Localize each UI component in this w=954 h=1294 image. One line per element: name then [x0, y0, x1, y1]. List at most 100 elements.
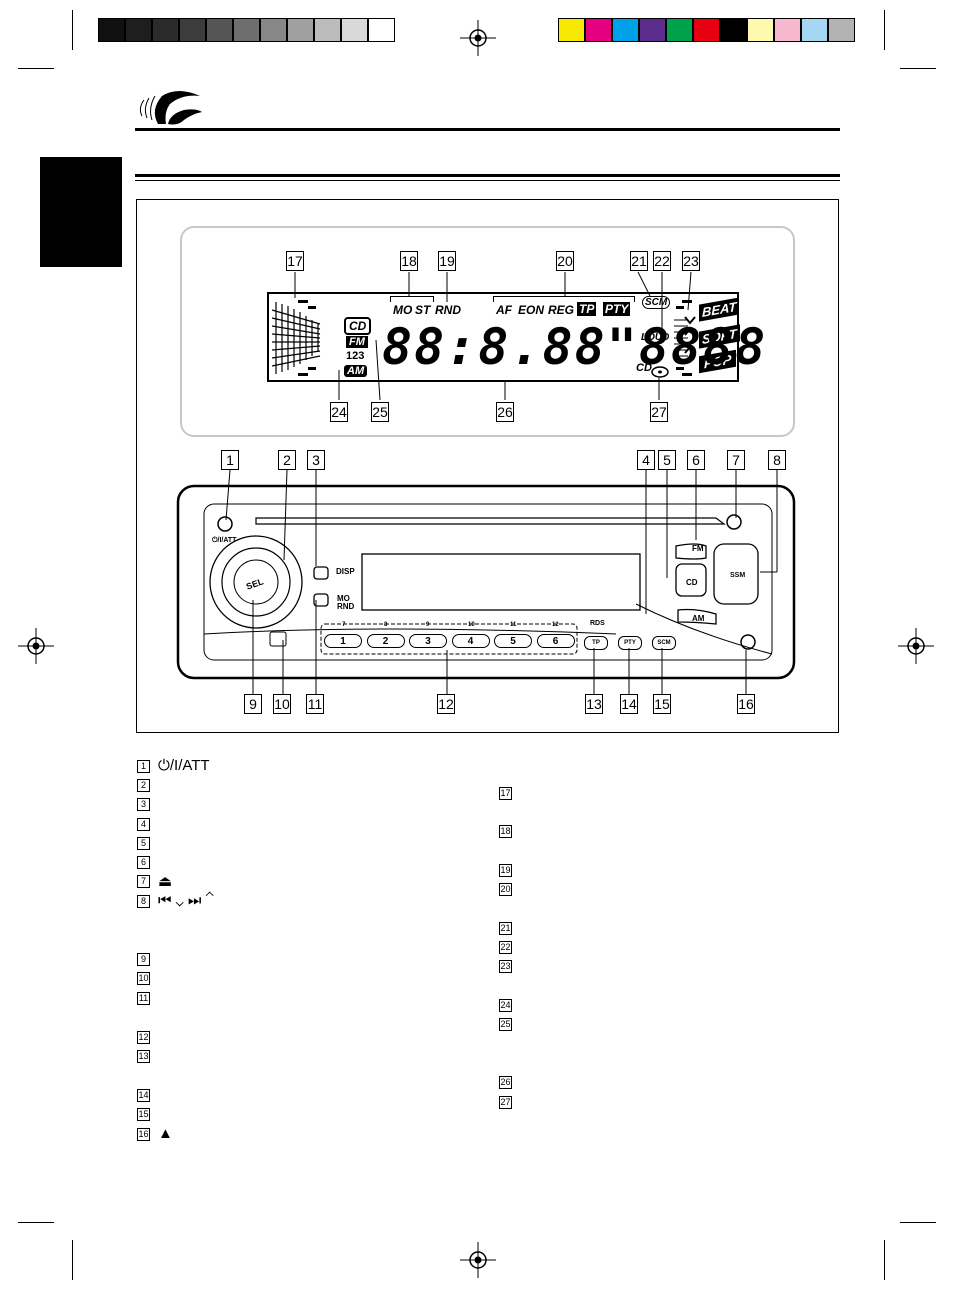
legend-number-box: 16 — [137, 1128, 150, 1141]
rds-bracket — [493, 296, 635, 302]
gray-swatch — [233, 18, 260, 42]
cd-indicator: CD — [344, 317, 372, 335]
preset-button-6[interactable]: 6 — [536, 634, 575, 648]
preset-button-1[interactable]: 1 — [324, 634, 362, 648]
af-indicator: AF — [496, 303, 512, 317]
legend-number-box: 24 — [499, 999, 512, 1012]
brand-swoosh-icon — [139, 91, 202, 125]
callout-number: 11 — [306, 694, 324, 714]
preset-top-label: 7 — [342, 622, 346, 628]
legend-number-box: 3 — [137, 798, 150, 811]
eon-indicator: EON — [518, 303, 545, 317]
callout-number: 3 — [307, 450, 325, 470]
legend-number-box: 20 — [499, 883, 512, 896]
color-swatch — [585, 18, 612, 42]
crop-mark — [884, 10, 885, 50]
callout-number: 4 — [637, 450, 655, 470]
registration-mark-icon — [18, 628, 54, 664]
scm-button[interactable]: SCM — [652, 636, 676, 650]
callout-number: 20 — [556, 251, 574, 271]
tp-button[interactable]: TP — [584, 636, 608, 650]
legend-number-box: 9 — [137, 953, 150, 966]
legend-number-box: 10 — [137, 972, 150, 985]
power-att-label: ⏻/I/ATT — [212, 537, 237, 544]
st-indicator: ST — [415, 303, 431, 317]
fm-indicator: FM — [346, 336, 368, 348]
preset-button-2[interactable]: 2 — [366, 634, 405, 648]
mo-st-bracket — [390, 296, 434, 302]
legend-label: ⏏ — [158, 873, 173, 890]
preset-top-label: 9 — [426, 622, 430, 628]
legend-number-box: 7 — [137, 875, 150, 888]
gray-swatch — [260, 18, 287, 42]
legend-number-box: 2 — [137, 779, 150, 792]
registration-mark-icon — [898, 628, 934, 664]
legend-number-box: 21 — [499, 922, 512, 935]
callout-number: 5 — [658, 450, 676, 470]
crop-mark — [18, 1222, 54, 1223]
crop-mark — [884, 1240, 885, 1280]
gray-swatch — [287, 18, 314, 42]
legend-number-box: 26 — [499, 1076, 512, 1089]
preset-button-3[interactable]: 3 — [409, 634, 447, 648]
legend-number-box: 27 — [499, 1096, 512, 1109]
legend-label: ▲ — [158, 1125, 173, 1142]
legend-number-box: 5 — [137, 837, 150, 850]
legend-number-box: 4 — [137, 818, 150, 831]
pty-button[interactable]: PTY — [618, 636, 642, 650]
gray-swatch — [179, 18, 206, 42]
color-swatch — [612, 18, 639, 42]
crop-mark — [72, 1240, 73, 1280]
preset-top-label: 10 — [468, 622, 475, 628]
eq-arrows-icon — [684, 316, 696, 354]
color-swatch — [693, 18, 720, 42]
level-meter-left-icon — [271, 300, 321, 376]
gray-swatch — [125, 18, 152, 42]
mo-label: MO — [337, 594, 350, 603]
color-swatch — [720, 18, 747, 42]
callout-number: 13 — [585, 694, 603, 714]
am-button[interactable]: AM — [692, 614, 705, 623]
header-rule — [135, 128, 840, 131]
scm-indicator: SCM — [642, 296, 671, 309]
legend-number-box: 15 — [137, 1108, 150, 1121]
rds-label: RDS — [590, 620, 605, 627]
side-tab — [40, 157, 122, 267]
callout-number: 6 — [687, 450, 705, 470]
callout-number: 12 — [437, 694, 455, 714]
legend-number-box: 18 — [499, 825, 512, 838]
gray-swatch — [341, 18, 368, 42]
registration-mark-icon — [460, 20, 496, 56]
preset-top-label: 12 — [552, 622, 559, 628]
preset-button-5[interactable]: 5 — [494, 634, 532, 648]
callout-number: 7 — [727, 450, 745, 470]
color-swatch — [666, 18, 693, 42]
tp-indicator: TP — [577, 302, 597, 316]
display-panel-frame — [180, 226, 795, 437]
disp-label: DISP — [336, 567, 355, 576]
reg-indicator: REG — [548, 303, 575, 317]
callout-number: 9 — [244, 694, 262, 714]
callout-number: 16 — [737, 694, 755, 714]
fm-button[interactable]: FM — [692, 544, 704, 553]
callout-number: 10 — [273, 694, 291, 714]
pty-indicator: PTY — [603, 302, 631, 316]
callout-number: 17 — [286, 251, 304, 271]
legend-number-box: 22 — [499, 941, 512, 954]
crop-mark — [72, 10, 73, 50]
loud-indicator: LOUD — [641, 332, 670, 343]
mo-indicator: MO — [393, 303, 413, 317]
rnd-indicator: RND — [435, 303, 461, 317]
section-rule — [135, 174, 840, 177]
callout-number: 1 — [221, 450, 239, 470]
preset-number-indicator: 123 — [346, 350, 365, 362]
preset-top-label: 11 — [510, 622, 517, 628]
section-rule-thin — [135, 180, 840, 181]
color-swatch — [774, 18, 801, 42]
color-swatch — [828, 18, 855, 42]
callout-number: 27 — [650, 402, 668, 422]
cd-disc-indicator: CD — [636, 362, 652, 374]
preset-button-4[interactable]: 4 — [451, 634, 490, 648]
callout-number: 22 — [653, 251, 671, 271]
cd-button[interactable]: CD — [686, 578, 698, 587]
